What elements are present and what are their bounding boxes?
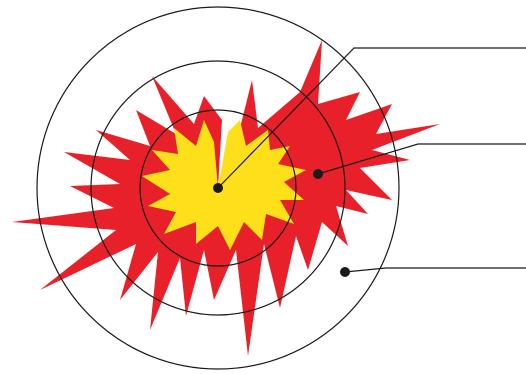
callout-center-dot (213, 183, 223, 193)
callout-outer-dot (340, 267, 350, 277)
callout-outer-leader (345, 268, 526, 272)
callout-middle-dot (313, 169, 323, 179)
